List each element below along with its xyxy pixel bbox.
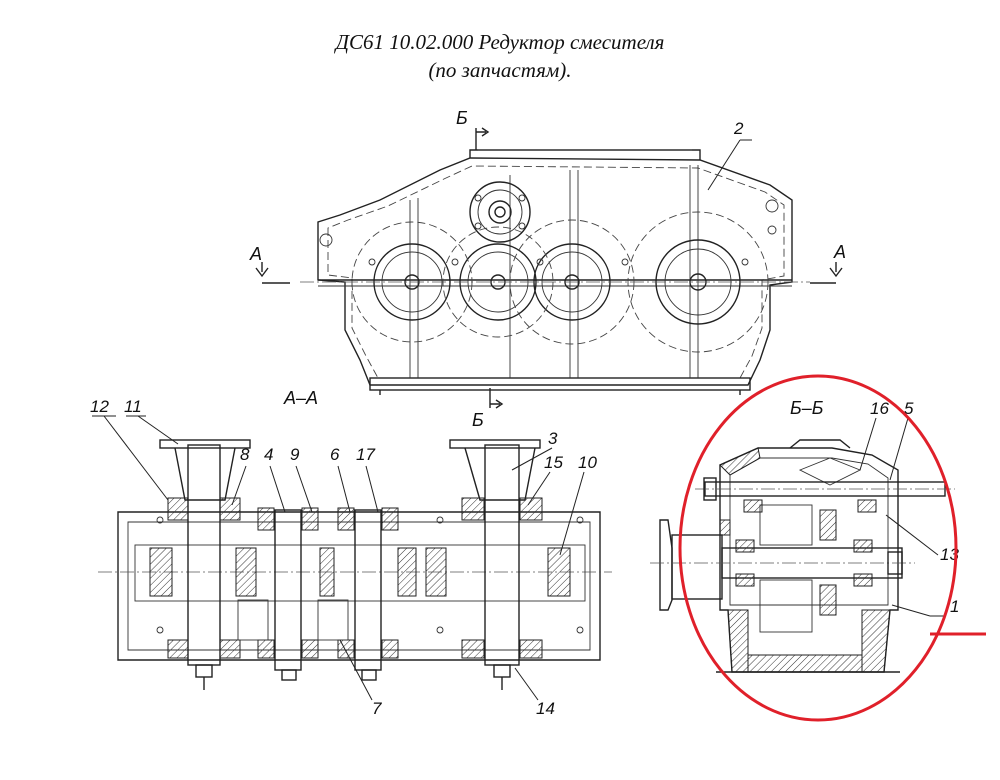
section-mark-b-bottom: Б [472,410,484,430]
section-mark-b-top: Б [456,108,468,128]
part-number-17: 17 [356,445,375,464]
part-number-6: 6 [330,445,340,464]
section-aa-view [98,439,612,690]
title-line-1: ДС61 10.02.000 Редуктор смесителя [335,30,665,54]
part-number-4: 4 [264,445,273,464]
part-number-2: 2 [733,119,744,138]
part-number-15: 15 [544,453,563,472]
drawing-title: ДС61 10.02.000 Редуктор смесителя (по за… [0,28,1000,84]
part-number-1: 1 [950,597,959,616]
part-number-3: 3 [548,429,558,448]
part-number-9: 9 [290,445,300,464]
title-line-2: (по запчастям). [428,58,572,82]
part-number-14: 14 [536,699,555,718]
part-number-12: 12 [90,397,109,416]
part-number-8: 8 [240,445,250,464]
view-label-bb: Б–Б [790,398,824,418]
section-mark-a-right: А [833,242,846,262]
view-label-aa: А–А [283,388,318,408]
part-number-11: 11 [124,397,142,416]
part-number-5: 5 [904,399,914,418]
part-number-7: 7 [372,699,382,718]
part-number-16: 16 [870,399,889,418]
highlight-ellipse [678,374,958,722]
front-view [255,127,843,409]
section-mark-a-left: А [249,244,262,264]
part-number-10: 10 [578,453,597,472]
section-bb-view [650,439,955,673]
